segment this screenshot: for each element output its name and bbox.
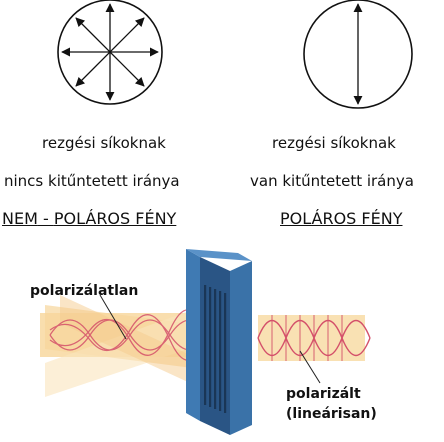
polarized-circle-diagram xyxy=(303,0,413,109)
circle-outline xyxy=(57,0,163,105)
left-title-part1: NEM xyxy=(2,209,38,228)
left-title-sep: - xyxy=(37,209,54,228)
left-title: NEM - POLÁROS FÉNY xyxy=(2,209,176,229)
polarized-label-line1: polarizált xyxy=(286,386,361,402)
left-caption-line2: nincs kitűntetett iránya xyxy=(4,172,180,190)
polarizer-illustration xyxy=(40,249,371,435)
polarized-label-line2: (lineárisan) xyxy=(286,406,377,422)
circle-outline xyxy=(303,0,413,109)
right-caption-line2: van kitűntetett iránya xyxy=(250,172,414,190)
unpolarized-pointer xyxy=(99,294,127,340)
left-title-part2: POLÁROS FÉNY xyxy=(53,209,177,228)
unpolarized-waves xyxy=(49,309,211,361)
left-caption-line1: rezgési síkoknak xyxy=(42,134,166,152)
polarized-pointer xyxy=(299,350,321,384)
right-caption-line1: rezgési síkoknak xyxy=(272,134,396,152)
right-title: POLÁROS FÉNY xyxy=(280,209,403,228)
polarized-beam xyxy=(257,315,371,361)
polarizer-filter xyxy=(186,249,252,435)
vibration-arrows xyxy=(61,3,159,101)
unpolarized-circle-diagram xyxy=(57,0,163,105)
filter-slits xyxy=(204,285,227,413)
unpolarized-beam xyxy=(40,295,205,397)
unpolarized-label: polarizálatlan xyxy=(30,283,139,299)
